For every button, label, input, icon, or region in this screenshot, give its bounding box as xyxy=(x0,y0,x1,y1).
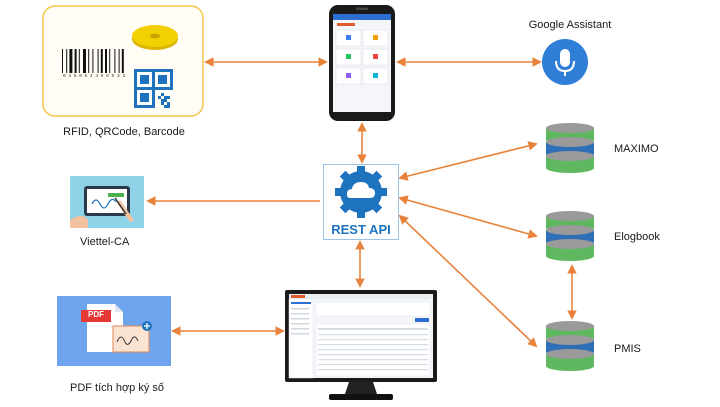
maximo-label: MAXIMO xyxy=(614,143,659,155)
rest-api-node xyxy=(323,164,399,240)
database-icon xyxy=(546,123,594,173)
database-icon xyxy=(546,211,594,261)
desktop-monitor-icon xyxy=(285,290,437,400)
elogbook-db-node xyxy=(538,210,602,262)
scan-box-art xyxy=(42,5,204,117)
edge-rest-elogbook xyxy=(398,195,538,239)
edge-rest-maximo xyxy=(398,141,538,181)
pmis-db-node xyxy=(538,320,602,372)
assistant-node xyxy=(541,38,589,86)
elogbook-label: Elogbook xyxy=(614,231,660,243)
phone-node xyxy=(328,4,396,122)
assistant-label: Google Assistant xyxy=(528,19,612,31)
smartphone-icon xyxy=(329,5,395,121)
tablet-signature-icon xyxy=(70,176,144,228)
monitor-node xyxy=(285,290,437,402)
cloud-gear-icon xyxy=(323,164,399,240)
database-icon xyxy=(546,321,594,371)
pdf-label: PDF tích hợp ký số xyxy=(70,382,165,394)
qrcode-icon xyxy=(134,69,173,108)
rest-api-label: REST API xyxy=(331,222,391,237)
edge-rest-pmis xyxy=(398,214,538,348)
scan-label: RFID, QRCode, Barcode xyxy=(63,126,185,138)
microphone-icon xyxy=(542,39,588,85)
pmis-label: PMIS xyxy=(614,343,641,355)
viettel-label: Viettel-CA xyxy=(80,236,130,248)
pdf-document-icon xyxy=(57,296,171,366)
barcode-icon xyxy=(62,49,124,73)
barcode-digits: 0 4 5 0 8 4 4 6 8 0 3 3 xyxy=(62,74,126,79)
pdf-badge-text: PDF xyxy=(88,310,104,319)
viettel-node xyxy=(70,176,144,228)
maximo-db-node xyxy=(538,122,602,174)
rfid-tag-icon xyxy=(132,25,178,50)
scan-node xyxy=(42,5,204,117)
pdf-node xyxy=(57,296,171,366)
